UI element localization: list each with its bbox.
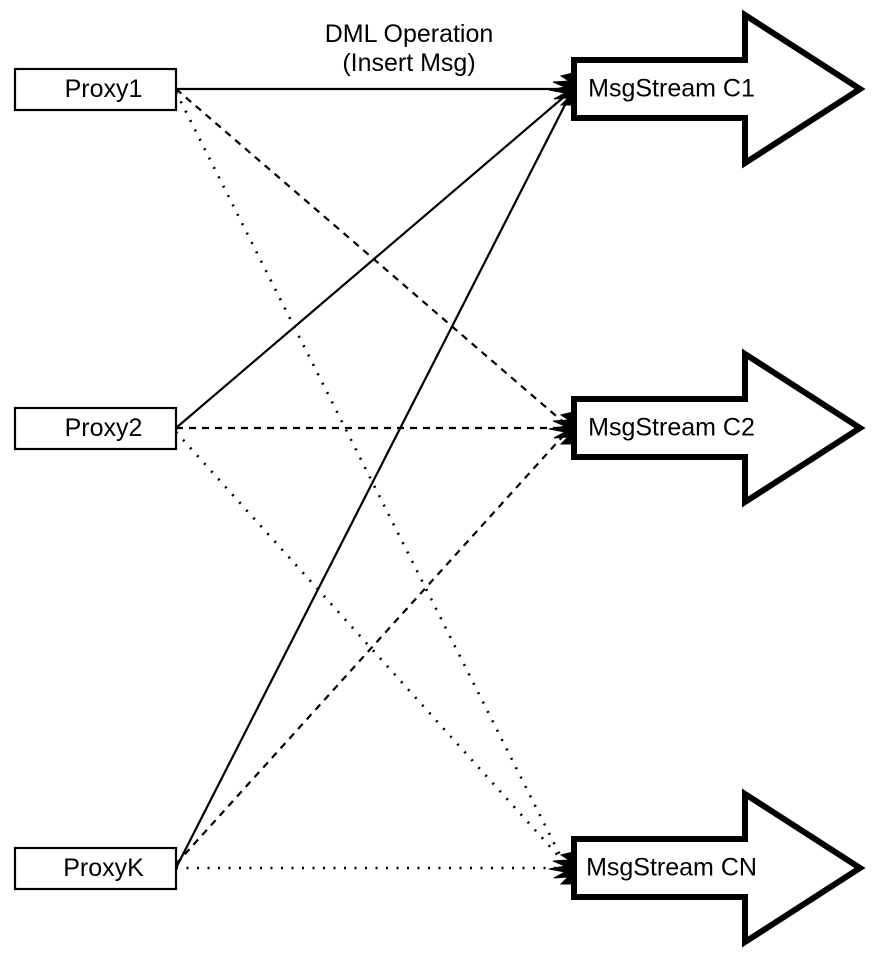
msgstream-cn-arrow-shape [571,788,866,948]
edges-layer [174,87,570,870]
msgstream-c1[interactable]: MsgStream C1 [571,9,866,169]
edge-proxy2-to-cn [175,431,564,862]
proxy-node-proxy2[interactable]: Proxy2 [13,406,178,451]
msgstream-c2-label: MsgStream C2 [588,414,755,442]
annotations-layer: DML Operation (Insert Msg) [325,20,494,77]
edge-proxyK-to-c1 [175,96,570,869]
proxy-node-proxyK-label: ProxyK [63,854,144,882]
msgstream-cn-label: MsgStream CN [586,854,757,882]
dml-operation-label-line1: DML Operation [325,20,494,48]
msgstream-cn[interactable]: MsgStream CN [571,788,866,948]
dml-operation-label-line2: (Insert Msg) [342,49,475,77]
proxy-node-proxy1[interactable]: Proxy1 [13,67,178,112]
edge-proxy1-to-c2 [175,88,563,422]
proxy-node-proxy1-label: Proxy1 [65,75,143,103]
streams-layer: MsgStream C1 MsgStream C2 MsgStream CN [571,9,866,948]
proxy-node-proxyK-box [13,846,178,891]
msgstream-c1-arrow-shape [571,9,866,169]
arrowhead-into-c1 [548,72,574,106]
arrowheads-layer [548,72,574,885]
edge-proxy1-to-cn [174,91,565,862]
arrowhead-into-cn [548,851,574,885]
proxy-node-proxy1-box [13,67,178,112]
proxy-node-proxyK[interactable]: ProxyK [13,846,178,891]
msgstream-c2-arrow-shape [571,348,866,508]
proxy-node-proxy2-box [13,406,178,451]
proxy-node-proxy2-label: Proxy2 [65,414,143,442]
edge-proxy2-to-c1 [175,95,566,429]
msgstream-c1-label: MsgStream C1 [588,75,755,103]
arrowhead-into-c2 [548,411,574,445]
msgstream-c2[interactable]: MsgStream C2 [571,348,866,508]
edge-proxyK-to-c2 [175,435,564,865]
